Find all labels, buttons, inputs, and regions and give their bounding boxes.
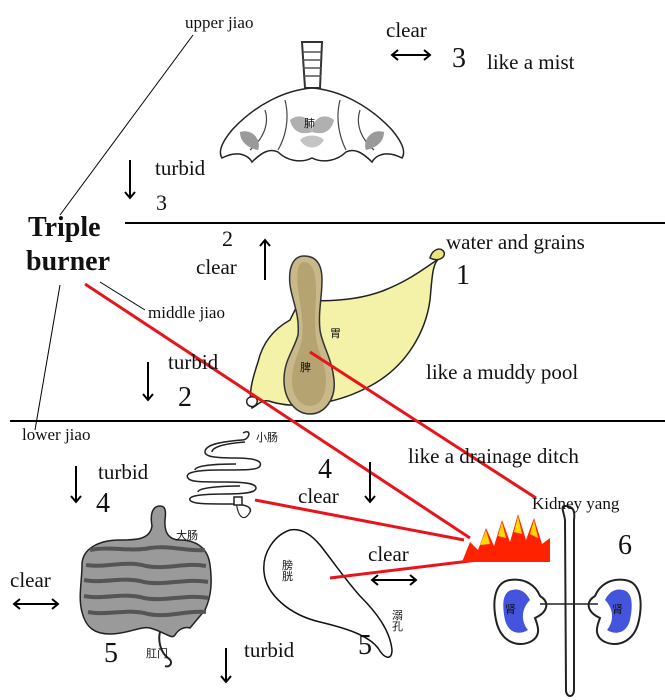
lower-description: like a drainage ditch [408, 446, 579, 467]
bladder-clear-arrow-icon [372, 575, 416, 585]
upper-clear-label: clear [386, 20, 427, 41]
bladder-char: 膀胱 [282, 560, 294, 582]
middle-source-label: water and grains [446, 232, 585, 253]
li-clear-label: clear [10, 570, 51, 591]
small-intestine-illustration [187, 432, 260, 518]
middle-jiao-leader [100, 282, 145, 310]
middle-turbid-arrow-icon [143, 362, 153, 400]
urethra-char: 溺孔 [392, 610, 404, 632]
si-clear-number: 4 [318, 456, 332, 484]
upper-turbid-number: 3 [156, 192, 167, 214]
kidney-yang-label: Kidney yang [532, 495, 619, 512]
upper-jiao-leader [60, 35, 193, 215]
middle-turbid-number: 2 [178, 384, 192, 412]
bladder-number: 5 [358, 632, 372, 660]
si-turbid-label: turbid [98, 462, 148, 483]
middle-turbid-label: turbid [168, 352, 218, 373]
upper-jiao-label: upper jiao [185, 14, 253, 31]
anus-char: 肛门 [146, 648, 168, 659]
lung-char: 肺 [304, 118, 315, 129]
middle-jiao-label: middle jiao [148, 304, 225, 321]
middle-description: like a muddy pool [426, 362, 578, 383]
si-clear-label: clear [298, 486, 339, 507]
stomach-char: 胃 [330, 328, 341, 339]
bladder-clear-label: clear [368, 544, 409, 565]
upper-clear-arrow-icon [392, 50, 430, 60]
middle-source-number: 1 [456, 262, 470, 290]
middle-clear-label: clear [196, 257, 237, 278]
spleen-char: 脾 [300, 362, 311, 373]
lung-illustration [220, 42, 403, 162]
large-intestine-char: 大肠 [176, 530, 198, 541]
upper-turbid-arrow-icon [125, 160, 135, 198]
middle-clear-number: 2 [222, 228, 233, 250]
kidney-yang-fire [462, 514, 550, 562]
si-turbid-number: 4 [96, 490, 110, 518]
left-kidney-char: 肾 [505, 604, 516, 615]
li-turbid-label: turbid [244, 640, 294, 661]
lower-jiao-label: lower jiao [22, 426, 90, 443]
lower-jiao-leader [35, 285, 60, 430]
kidney-number: 6 [618, 532, 632, 560]
upper-clear-number: 3 [452, 45, 466, 73]
si-turbid-arrow-icon [71, 466, 81, 502]
li-clear-arrow-icon [14, 599, 58, 609]
li-number: 5 [104, 640, 118, 668]
li-turbid-arrow-icon [221, 648, 231, 682]
upper-description: like a mist [487, 52, 575, 73]
stomach-illustration [247, 249, 445, 414]
middle-clear-arrow-icon [260, 240, 270, 280]
upper-turbid-label: turbid [155, 158, 205, 179]
right-kidney-char: 肾 [612, 604, 623, 615]
small-intestine-char: 小肠 [256, 432, 278, 443]
title-line-1: Triple [28, 214, 101, 242]
title-line-2: burner [26, 248, 110, 276]
